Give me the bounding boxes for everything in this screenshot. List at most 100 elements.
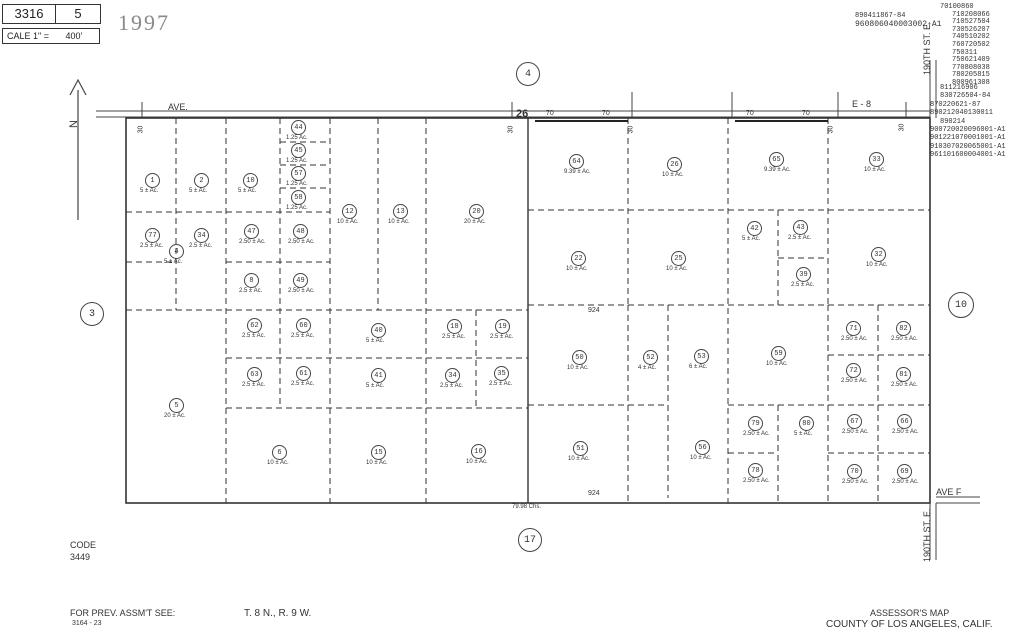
dim-label: 70 bbox=[602, 110, 610, 117]
parcel-number[interactable]: 13 bbox=[393, 204, 408, 219]
parcel-number[interactable]: 61 bbox=[296, 366, 311, 381]
parcel-number[interactable]: 58 bbox=[291, 190, 306, 205]
parcel-number[interactable]: 59 bbox=[771, 346, 786, 361]
parcel-number[interactable]: 52 bbox=[643, 350, 658, 365]
parcel-number[interactable]: 41 bbox=[371, 368, 386, 383]
parcel-area: 6 ± Ac. bbox=[689, 364, 708, 370]
parcel-number[interactable]: 15 bbox=[371, 445, 386, 460]
parcel-area: 5 ± Ac. bbox=[189, 188, 208, 194]
parcel-number[interactable]: 80 bbox=[799, 416, 814, 431]
parcel-number[interactable]: 60 bbox=[296, 318, 311, 333]
parcel-number[interactable]: 63 bbox=[247, 367, 262, 382]
parcel-number[interactable]: 45 bbox=[291, 143, 306, 158]
parcel-number[interactable]: 64 bbox=[569, 154, 584, 169]
adjacent-page-west[interactable]: 3 bbox=[80, 302, 104, 326]
parcel-area: 10 ± Ac. bbox=[366, 460, 388, 466]
prev-assessment-label: FOR PREV. ASSM'T SEE: bbox=[70, 608, 176, 618]
adjacent-page-south[interactable]: 17 bbox=[518, 528, 542, 552]
parcel-number[interactable]: 1 bbox=[145, 173, 160, 188]
parcel-number[interactable]: 16 bbox=[471, 444, 486, 459]
dim-label: 30 bbox=[898, 123, 906, 132]
parcel-number[interactable]: 32 bbox=[871, 247, 886, 262]
parcel-number[interactable]: 10 bbox=[243, 173, 258, 188]
parcel-number[interactable]: 43 bbox=[793, 220, 808, 235]
ref-number: 730526207 bbox=[952, 25, 990, 34]
parcel-area: 2.50 ± Ac. bbox=[841, 378, 868, 384]
parcel-number[interactable]: 25 bbox=[671, 251, 686, 266]
dim-label: 70 bbox=[802, 110, 810, 117]
township-range: T. 8 N., R. 9 W. bbox=[244, 608, 312, 619]
parcel-number[interactable]: 71 bbox=[846, 321, 861, 336]
parcel-number[interactable]: 79 bbox=[748, 416, 763, 431]
parcel-number[interactable]: 78 bbox=[748, 463, 763, 478]
parcel-number[interactable]: 20 bbox=[469, 204, 484, 219]
parcel-number[interactable]: 18 bbox=[447, 319, 462, 334]
parcel-number[interactable]: 51 bbox=[573, 441, 588, 456]
parcel-area: 5 ± Ac. bbox=[794, 431, 813, 437]
dim-label: 30 bbox=[627, 125, 635, 134]
parcel-number[interactable]: 82 bbox=[896, 321, 911, 336]
parcel-number[interactable]: 40 bbox=[371, 323, 386, 338]
ref-number: 830726504-84 bbox=[940, 92, 991, 101]
parcel-number[interactable]: 67 bbox=[847, 414, 862, 429]
dim-label: 30 bbox=[137, 125, 145, 134]
parcel-number[interactable]: 53 bbox=[694, 349, 709, 364]
ref-number: 750621409 bbox=[952, 56, 990, 65]
code-label: CODE bbox=[70, 540, 97, 550]
parcel-number[interactable]: 81 bbox=[896, 367, 911, 382]
ref-number: 960806040003002-A1 bbox=[855, 20, 942, 29]
parcel-number[interactable]: 44 bbox=[291, 120, 306, 135]
parcel-number[interactable]: 47 bbox=[244, 224, 259, 239]
parcel-number[interactable]: 77 bbox=[145, 228, 160, 243]
parcel-number[interactable]: 66 bbox=[897, 414, 912, 429]
parcel-number[interactable]: 34 bbox=[194, 228, 209, 243]
parcel-number[interactable]: 6 bbox=[272, 445, 287, 460]
adjacent-page-north[interactable]: 4 bbox=[516, 62, 540, 86]
ref-number: 710527504 bbox=[952, 18, 990, 27]
parcel-number[interactable]: 35 bbox=[494, 366, 509, 381]
dim-label: 30 bbox=[507, 125, 515, 134]
parcel-number[interactable]: 49 bbox=[293, 273, 308, 288]
prev-assessment-value: 3164 - 23 bbox=[72, 620, 102, 627]
parcel-area: 9.39 ± Ac. bbox=[764, 167, 791, 173]
parcel-number[interactable]: 56 bbox=[695, 440, 710, 455]
parcel-number[interactable]: 4 bbox=[169, 244, 184, 259]
parcel-number[interactable]: 57 bbox=[291, 166, 306, 181]
top-road bbox=[96, 110, 930, 118]
road-label-e8: E - 8 bbox=[852, 99, 872, 109]
dim-label: 70 bbox=[746, 110, 754, 117]
parcel-area: 10 ± Ac. bbox=[388, 219, 410, 225]
parcel-area: 1.25 Ac. bbox=[286, 158, 308, 164]
parcel-area: 2.50 ± Ac. bbox=[841, 336, 868, 342]
street-label-top: 190TH ST. E. bbox=[922, 21, 932, 75]
adjacent-page-east[interactable]: 10 bbox=[948, 292, 974, 318]
parcel-number[interactable]: 26 bbox=[667, 157, 682, 172]
parcel-number[interactable]: 70 bbox=[847, 464, 862, 479]
parcel-number[interactable]: 34 bbox=[445, 368, 460, 383]
parcel-number[interactable]: 39 bbox=[796, 267, 811, 282]
parcel-number[interactable]: 12 bbox=[342, 204, 357, 219]
parcel-number[interactable]: 72 bbox=[846, 363, 861, 378]
parcel-area: 10 ± Ac. bbox=[568, 456, 590, 462]
parcel-number[interactable]: 65 bbox=[769, 152, 784, 167]
parcel-number[interactable]: 69 bbox=[897, 464, 912, 479]
road-label-ave-top: AVE. bbox=[168, 102, 188, 112]
parcel-number[interactable]: 19 bbox=[495, 319, 510, 334]
parcel-number[interactable]: 48 bbox=[293, 224, 308, 239]
parcel-number[interactable]: 50 bbox=[572, 350, 587, 365]
parcel-number[interactable]: 8 bbox=[244, 273, 259, 288]
parcel-number[interactable]: 42 bbox=[747, 221, 762, 236]
right-street bbox=[929, 60, 980, 560]
ref-number: 800961308 bbox=[952, 78, 990, 87]
parcel-number[interactable]: 62 bbox=[247, 318, 262, 333]
parcel-area: 10 ± Ac. bbox=[864, 167, 886, 173]
parcel-number[interactable]: 33 bbox=[869, 152, 884, 167]
parcel-area: 1.25 Ac. bbox=[286, 181, 308, 187]
parcel-area: 5 ± Ac. bbox=[140, 188, 159, 194]
parcel-number[interactable]: 22 bbox=[571, 251, 586, 266]
parcel-number[interactable]: 2 bbox=[194, 173, 209, 188]
ref-number: 900720020096001-A1 bbox=[930, 126, 1006, 135]
parcel-area: 2.50 ± Ac. bbox=[239, 239, 266, 245]
parcel-number[interactable]: 5 bbox=[169, 398, 184, 413]
ref-number: 750311 bbox=[952, 48, 978, 57]
